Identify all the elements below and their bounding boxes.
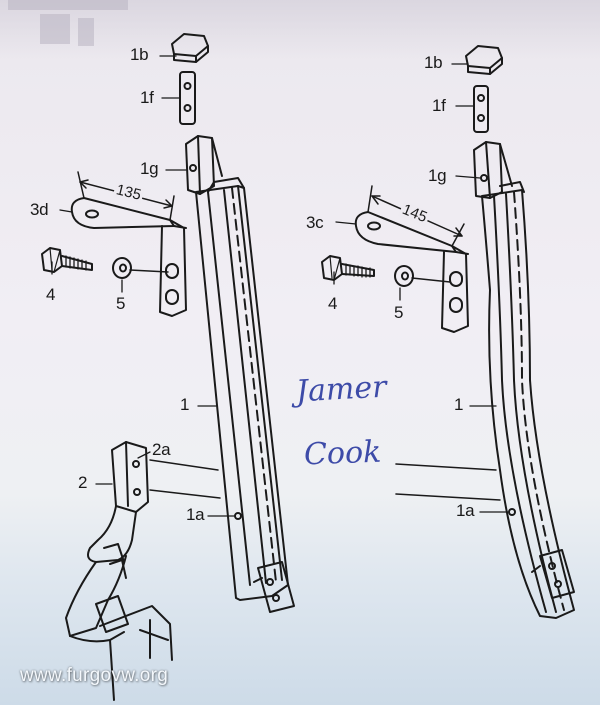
right-part-1g-fitting xyxy=(473,141,513,199)
right-label-1: 1 xyxy=(454,395,464,414)
left-part-1g-fitting xyxy=(185,135,223,195)
right-part-1b-cap xyxy=(465,45,503,75)
right-label-1b: 1b xyxy=(424,53,443,72)
left-label-1: 1 xyxy=(180,395,190,414)
right-label-5: 5 xyxy=(394,303,404,322)
right-part-1-rail xyxy=(481,181,575,619)
left-label-1b: 1b xyxy=(130,45,149,64)
right-part-5-washer xyxy=(394,265,414,287)
left-label-1a: 1a xyxy=(186,505,205,524)
left-assembly-lines xyxy=(129,269,221,499)
left-assembly xyxy=(41,33,295,701)
watermark-url: www.furgovw.org xyxy=(20,665,169,686)
left-label-4: 4 xyxy=(46,285,56,304)
right-label-1f: 1f xyxy=(432,96,446,115)
left-label-5: 5 xyxy=(116,294,126,313)
left-label-2: 2 xyxy=(78,473,88,492)
left-label-3d: 3d xyxy=(30,200,49,219)
left-part-5-washer xyxy=(112,257,132,279)
left-rail-bottom-bracket xyxy=(253,561,295,613)
right-part-1a-hole xyxy=(508,508,516,516)
left-label-2a: 2a xyxy=(152,440,171,459)
right-assembly-lines xyxy=(395,277,501,501)
left-part-2-hinge xyxy=(65,441,173,701)
left-part-1b-cap xyxy=(171,33,209,63)
left-part-4-bolt xyxy=(41,247,93,273)
right-label-4: 4 xyxy=(328,294,338,313)
left-part-1-rail xyxy=(195,177,289,601)
background-print-artifacts xyxy=(8,0,128,46)
right-part-4-bolt xyxy=(321,255,375,281)
right-part-1f-plate xyxy=(473,85,489,133)
left-leaders xyxy=(51,55,235,517)
right-label-1a: 1a xyxy=(456,501,475,520)
left-label-1g: 1g xyxy=(140,159,159,178)
right-part-3c-bracket xyxy=(354,211,469,333)
right-label-1g: 1g xyxy=(428,166,447,185)
handwritten-name-line2: Cook xyxy=(303,434,382,473)
right-leaders xyxy=(333,63,509,513)
left-part-1a-hole xyxy=(234,512,242,520)
left-part-1f-plate xyxy=(179,71,196,125)
left-part-3d-bracket xyxy=(70,197,187,317)
left-label-1f: 1f xyxy=(140,88,154,107)
right-assembly xyxy=(321,45,575,619)
right-label-3c: 3c xyxy=(306,213,324,232)
right-rail-bottom-bracket xyxy=(531,549,575,599)
handwritten-name-line1: Jamer xyxy=(295,369,388,410)
